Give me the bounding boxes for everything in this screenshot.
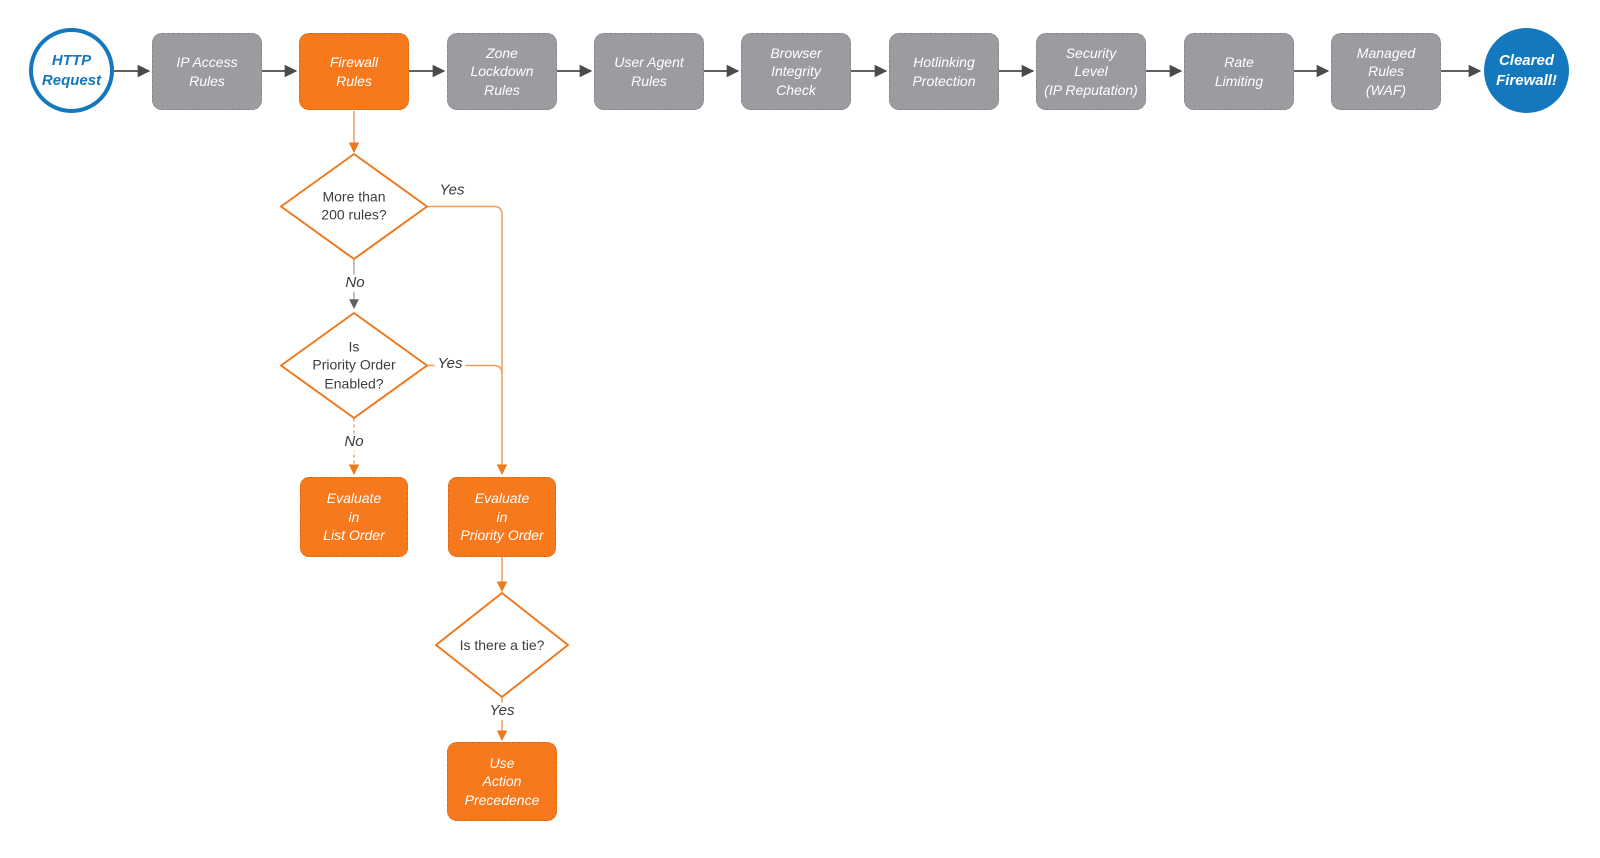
node-label: Evaluate in Priority Order bbox=[460, 490, 544, 544]
edge-label-no-decision1: No bbox=[342, 274, 368, 292]
decision-diamond-priority-enabled bbox=[280, 312, 428, 419]
step-label: Rate Limiting bbox=[1214, 54, 1264, 89]
node-label: Evaluate in List Order bbox=[323, 490, 385, 544]
step-label: Browser Integrity Check bbox=[770, 44, 822, 98]
step-security-level-ip-reputation: Security Level (IP Reputation) bbox=[1036, 33, 1146, 110]
end-node-cleared-firewall: Cleared Firewall! bbox=[1484, 28, 1569, 113]
step-label: Managed Rules (WAF) bbox=[1356, 44, 1416, 98]
node-use-action-precedence: Use Action Precedence bbox=[447, 742, 557, 821]
edge-decision1-yes bbox=[427, 205, 508, 476]
edge-label-yes-decision3: Yes bbox=[486, 702, 518, 720]
step-rate-limiting: Rate Limiting bbox=[1184, 33, 1294, 110]
node-evaluate-in-priority-order: Evaluate in Priority Order bbox=[448, 477, 556, 557]
decision-diamond-tie bbox=[435, 592, 569, 698]
step-zone-lockdown-rules: Zone Lockdown Rules bbox=[447, 33, 557, 110]
step-label: Security Level (IP Reputation) bbox=[1044, 44, 1138, 98]
step-label: Zone Lockdown Rules bbox=[470, 44, 534, 98]
decision-is-there-a-tie-label: Is there a tie? bbox=[459, 636, 545, 653]
node-evaluate-in-list-order: Evaluate in List Order bbox=[300, 477, 408, 557]
step-browser-integrity-check: Browser Integrity Check bbox=[741, 33, 851, 110]
step-label: IP Access Rules bbox=[176, 54, 238, 89]
decision-priority-order-enabled-label: Is Priority Order Enabled? bbox=[312, 338, 396, 392]
step-user-agent-rules: User Agent Rules bbox=[594, 33, 704, 110]
edge-label-no-decision2: No bbox=[341, 433, 367, 451]
edge-decision2-yes bbox=[427, 364, 503, 374]
start-node-http-request: HTTP Request bbox=[29, 28, 114, 113]
step-label: Hotlinking Protection bbox=[912, 54, 976, 89]
step-managed-rules-waf: Managed Rules (WAF) bbox=[1331, 33, 1441, 110]
edge-label-yes-decision2: Yes bbox=[434, 355, 466, 373]
step-firewall-rules: Firewall Rules bbox=[299, 33, 409, 110]
edge-label-yes-decision1: Yes bbox=[439, 181, 465, 199]
step-hotlinking-protection: Hotlinking Protection bbox=[889, 33, 999, 110]
node-label: Use Action Precedence bbox=[464, 754, 540, 808]
step-label: Firewall Rules bbox=[329, 54, 379, 89]
step-ip-access-rules: IP Access Rules bbox=[152, 33, 262, 110]
step-label: User Agent Rules bbox=[614, 54, 684, 89]
decision-diamond-200-rules bbox=[280, 153, 428, 260]
decision-more-than-200-rules-label: More than 200 rules? bbox=[321, 188, 387, 223]
end-node-label: Cleared Firewall! bbox=[1496, 52, 1557, 89]
start-node-label: HTTP Request bbox=[41, 52, 102, 89]
